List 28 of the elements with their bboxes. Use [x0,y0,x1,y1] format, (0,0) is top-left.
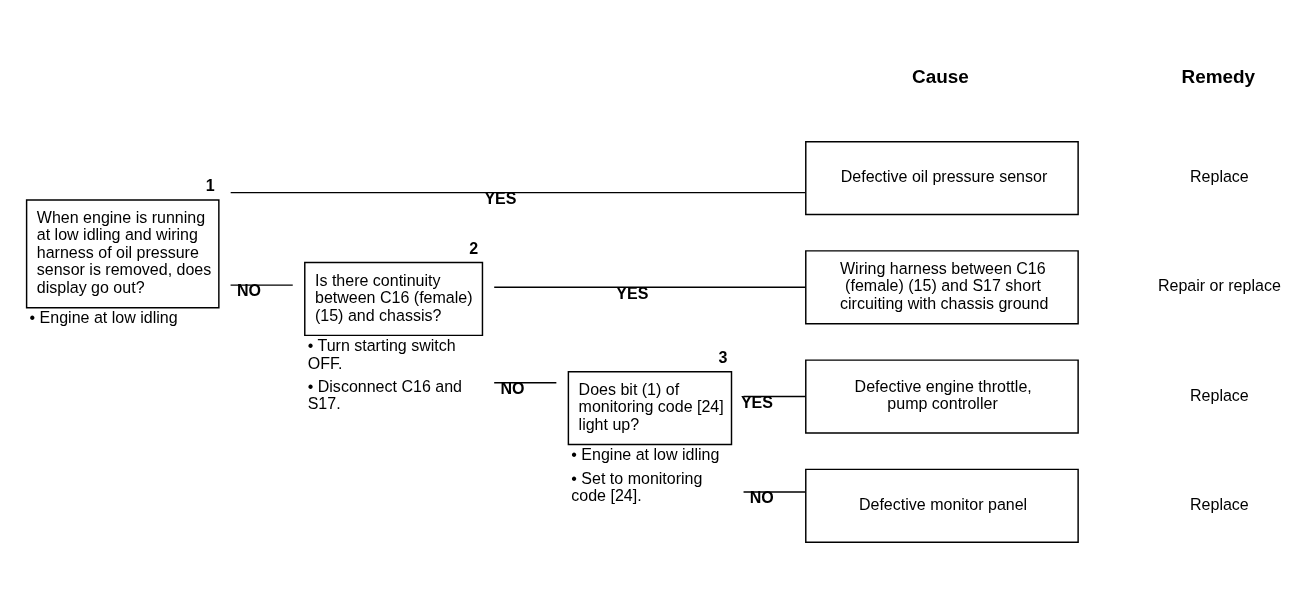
label: Replace [1190,385,1249,404]
connector [742,490,806,493]
node-box: Defective monitor panel [805,468,1079,543]
edge-label: NO [749,487,774,506]
edge-label: NO [236,280,261,299]
label: Cause [912,65,969,87]
node-box: When engine is running at low idling and wiring harness of oil pressure sensor is removed, does display go out? [25,198,220,308]
label: Repair or replace [1157,275,1281,294]
node-box: Is there continuity between C16 (female) (15) and chassis? [304,261,484,336]
connector [229,191,806,193]
node-box: Defective oil pressure sensor [805,140,1079,215]
node-box: Does bit (1) of monitoring code [24] light up? [567,370,733,445]
connector [493,381,558,383]
node-label: 3 [718,347,728,366]
connector [229,283,294,286]
node-label: • Disconnect C16 and S17. [307,376,462,412]
node-label: • Set to monitoring code [24]. [571,468,703,504]
node-label: 2 [469,238,479,257]
connector [493,286,807,288]
label: Remedy [1181,65,1256,87]
label: Replace [1190,494,1249,513]
node-label: • Engine at low idling [571,444,720,463]
node-label: 1 [205,175,215,194]
label: Replace [1190,166,1249,185]
node-label: • Turn starting switch OFF. [307,335,456,372]
node-box: Wiring harness between C16 (female) (15) and S17 short circuiting with chassis ground [805,249,1079,324]
node-label: • Engine at low idling [29,307,178,326]
node-box: Defective engine throttle, pump controller [805,358,1079,434]
